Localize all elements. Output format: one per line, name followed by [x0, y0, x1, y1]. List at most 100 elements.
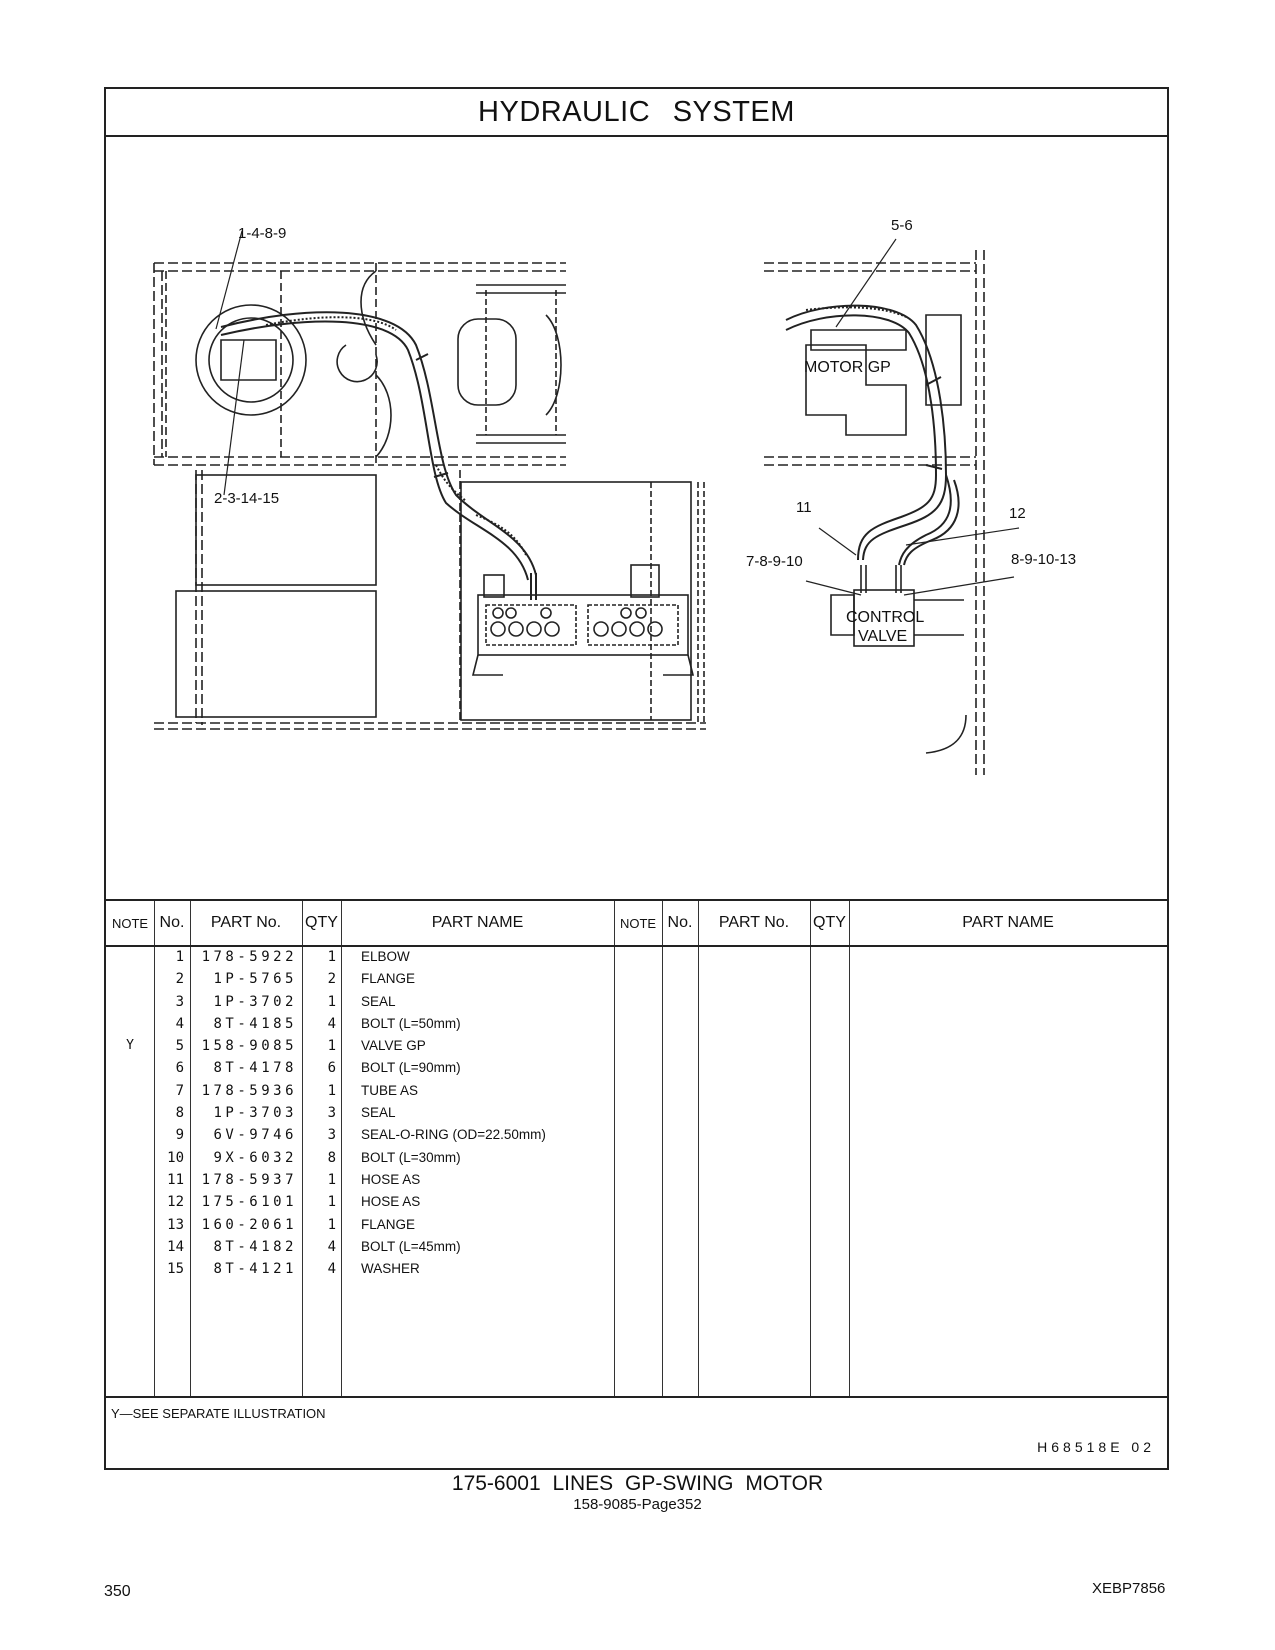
row-no: 15 [167, 1261, 184, 1278]
row-part-no: 175-6101 [201, 1194, 297, 1211]
row-part-no: 8T-4178 [213, 1060, 297, 1077]
row-part-name: HOSE AS [361, 1171, 421, 1187]
right-control-valve [830, 565, 964, 647]
header-part-no: PART No. [210, 914, 282, 931]
col-divider [190, 901, 191, 1396]
document-id: XEBP7856 [1092, 1580, 1166, 1597]
row-part-no: 158-9085 [201, 1038, 297, 1055]
callout-11: 11 [796, 499, 812, 516]
callout-12: 12 [1009, 505, 1026, 522]
row-qty: 1 [327, 1038, 336, 1055]
hydraulic-diagram [153, 230, 1020, 775]
col-divider [341, 901, 342, 1396]
header-qty: QTY [305, 914, 338, 931]
row-part-name: SEAL-O-RING (OD=22.50mm) [361, 1127, 546, 1143]
row-no: 8 [175, 1105, 184, 1122]
row-part-no: 178-5937 [201, 1171, 297, 1188]
row-part-name: SEAL [361, 993, 396, 1009]
header-part-name: PART NAME [431, 914, 524, 931]
row-no: 13 [167, 1216, 184, 1233]
header-qty-2: QTY [813, 914, 846, 931]
page-frame: HYDRAULIC SYSTEM [104, 87, 1169, 1470]
illustration: 1-4-8-9 2-3-14-15 5-6 MOTOR GP 11 12 7-8… [106, 135, 1167, 899]
row-no: 6 [175, 1060, 184, 1077]
table-row: 2 1P-5765 2 FLANGE [106, 971, 614, 993]
col-divider [849, 901, 850, 1396]
row-part-no: 178-5936 [201, 1082, 297, 1099]
header-divider [106, 945, 1167, 947]
row-qty: 4 [327, 1261, 336, 1278]
page-title: HYDRAULIC SYSTEM [106, 89, 1167, 137]
row-part-name: SEAL [361, 1105, 396, 1121]
col-divider [810, 901, 811, 1396]
footnote: Y—SEE SEPARATE ILLUSTRATION [111, 1406, 326, 1421]
page-number: 350 [104, 1583, 131, 1600]
header-no: No. [159, 914, 185, 931]
left-control-valve [471, 564, 695, 676]
row-qty: 4 [327, 1238, 336, 1255]
row-no: 4 [175, 1015, 184, 1032]
row-qty: 4 [327, 1015, 336, 1032]
callout-7-8-9-10: 7-8-9-10 [746, 553, 803, 570]
col-divider [154, 901, 155, 1396]
row-part-name: VALVE GP [361, 1038, 426, 1054]
row-no: 1 [175, 949, 184, 965]
row-qty: 1 [327, 1194, 336, 1211]
row-qty: 2 [327, 971, 336, 988]
row-part-name: BOLT (L=30mm) [361, 1149, 461, 1165]
header-no-2: No. [667, 914, 693, 931]
row-part-name: BOLT (L=50mm) [361, 1015, 461, 1031]
header-note-2: NOTE [619, 915, 657, 931]
row-no: 7 [175, 1082, 184, 1099]
col-divider [698, 901, 699, 1396]
parts-table: NOTE No. PART No. QTY PART NAME NOTE No.… [106, 899, 1167, 1398]
right-view-frame [764, 250, 985, 775]
row-part-no: 1P-5765 [213, 971, 297, 988]
row-part-no: 8T-4182 [213, 1238, 297, 1255]
row-part-name: BOLT (L=45mm) [361, 1238, 461, 1254]
row-part-no: 8T-4121 [213, 1261, 297, 1278]
table-row: 12 175-6101 1 HOSE AS [106, 1194, 614, 1216]
left-leaders [215, 230, 245, 496]
right-leaders [805, 238, 1020, 596]
label-valve: VALVE [858, 628, 908, 645]
row-part-no: 1P-3702 [213, 993, 297, 1010]
row-no: 3 [175, 993, 184, 1010]
col-divider [614, 901, 615, 1396]
label-control: CONTROL [846, 609, 925, 626]
drawing-code: H68518E 02 [1037, 1439, 1155, 1455]
row-part-no: 178-5922 [201, 949, 297, 965]
row-no: 10 [167, 1149, 184, 1166]
left-view-frame [153, 262, 706, 730]
row-qty: 3 [327, 1105, 336, 1122]
row-part-no: 6V-9746 [213, 1127, 297, 1144]
row-part-name: HOSE AS [361, 1194, 421, 1210]
row-part-name: WASHER [361, 1261, 420, 1277]
left-hoses [220, 311, 537, 600]
row-qty: 1 [327, 949, 336, 965]
row-no: 2 [175, 971, 184, 988]
row-qty: 1 [327, 1216, 336, 1233]
row-no: 14 [167, 1238, 184, 1255]
row-part-no: 9X-6032 [213, 1149, 297, 1166]
row-part-name: FLANGE [361, 971, 416, 987]
header-part-name-2: PART NAME [962, 914, 1054, 931]
row-no: 12 [167, 1194, 184, 1211]
row-qty: 6 [327, 1060, 336, 1077]
right-hoses [785, 304, 960, 566]
row-qty: 1 [327, 1082, 336, 1099]
row-qty: 3 [327, 1127, 336, 1144]
row-part-no: 160-2061 [201, 1216, 297, 1233]
row-part-no: 1P-3703 [213, 1105, 297, 1122]
table-row: 14 8T-4182 4 BOLT (L=45mm) [106, 1239, 614, 1261]
